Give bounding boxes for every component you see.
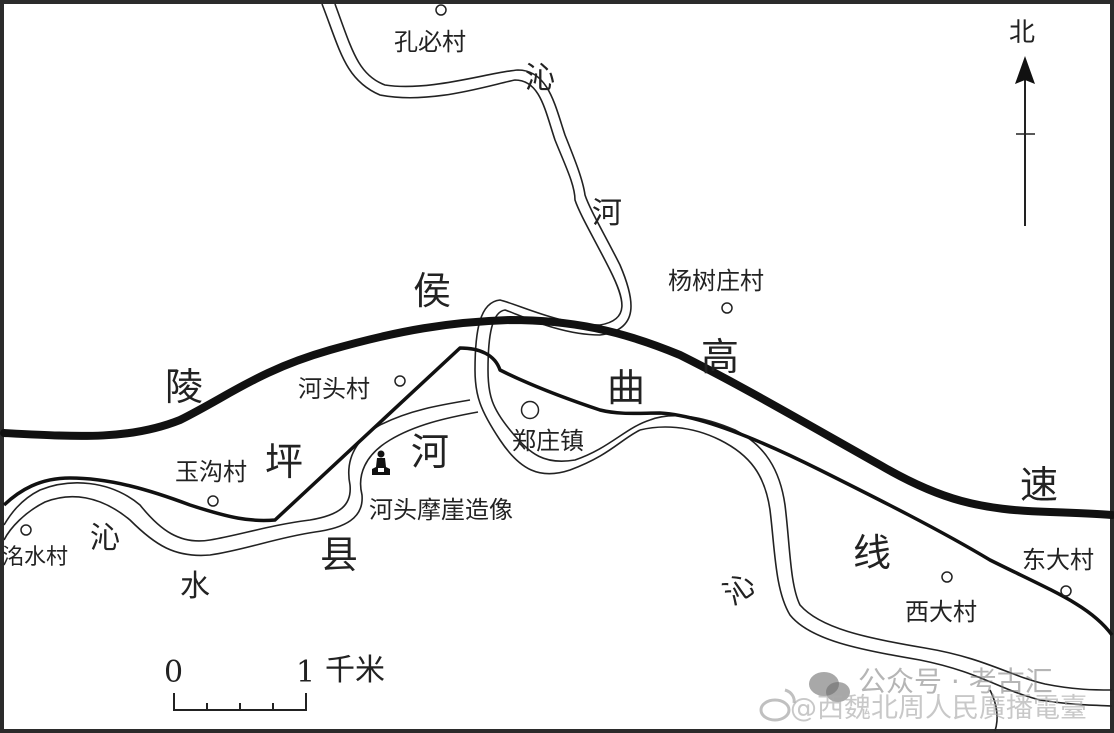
- highway-char-gao: 高: [701, 335, 740, 379]
- scale-bar: [173, 693, 307, 711]
- site-label-hetou-cliff-statues: 河头摩崖造像: [369, 496, 513, 524]
- line-char-qu: 曲: [607, 366, 646, 410]
- county-border: [2, 346, 1114, 637]
- wechat-icon: [809, 672, 850, 702]
- village-label-yugou: 玉沟村: [175, 458, 247, 486]
- village-label-kongbi: 孔必村: [394, 28, 466, 56]
- county-char-ping: 坪: [265, 440, 304, 484]
- highway-char-su: 速: [1020, 463, 1059, 507]
- highway-line: [0, 316, 1114, 519]
- village-marker-yangshuzhuang: [721, 302, 733, 314]
- compass-north-label: 北: [1009, 18, 1036, 48]
- weibo-icon: [759, 688, 796, 722]
- line-char-he: 河: [411, 430, 450, 474]
- qinhe-char-he: 河: [592, 196, 622, 231]
- north-arrow-icon: [1015, 56, 1035, 226]
- watermark-weibo-account: @西魏北周人民廣播電臺: [790, 693, 1087, 724]
- village-marker-yugou: [207, 495, 219, 507]
- town-label-zhengzhuang: 郑庄镇: [512, 427, 584, 455]
- qinhe-river: [321, 3, 651, 475]
- scale-label-start: 0: [164, 655, 184, 690]
- county-char-xian: 县: [320, 533, 359, 577]
- qinshui-char-shui: 水: [180, 569, 210, 604]
- qinhe-lower-river: [639, 414, 1113, 732]
- line-char-xian: 线: [853, 531, 892, 575]
- village-label-yangshuzhuang: 杨树庄村: [668, 267, 764, 295]
- qinhe-char-qin: 沁: [525, 61, 555, 96]
- village-marker-hetou: [394, 375, 406, 387]
- village-label-xida: 西大村: [905, 598, 977, 626]
- scale-label-unit: 千米: [325, 653, 385, 688]
- scale-label-end: 1: [296, 655, 316, 690]
- village-marker-kongbi: [435, 4, 447, 16]
- village-label-dongda: 东大村: [1022, 546, 1094, 574]
- village-marker-xida: [941, 571, 953, 583]
- village-label-hetou: 河头村: [298, 375, 370, 403]
- village-marker-luoshui: [20, 524, 32, 536]
- village-marker-dongda: [1060, 585, 1072, 597]
- highway-char-ling: 陵: [165, 365, 204, 409]
- buddha-statue-icon: [372, 450, 390, 475]
- qinshui-char-qin: 沁: [90, 521, 120, 556]
- watermark-wechat-account: 公众号 · 考古汇: [858, 665, 1053, 698]
- village-label-luoshui: 洺水村: [2, 545, 69, 570]
- highway-char-hou: 侯: [413, 269, 452, 313]
- town-marker-zhengzhuang: [520, 400, 540, 420]
